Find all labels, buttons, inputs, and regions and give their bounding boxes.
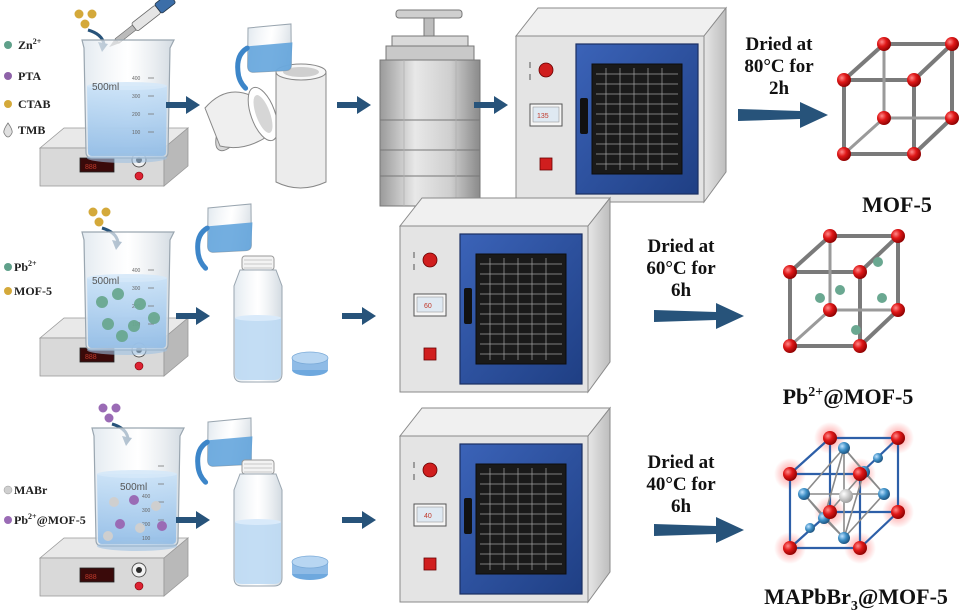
pb-legend-dot bbox=[4, 263, 12, 271]
row2-disc bbox=[291, 351, 329, 377]
svg-text:400: 400 bbox=[132, 76, 141, 82]
row1-beaker: 500ml 400 300 200 100 bbox=[81, 39, 175, 164]
pta-legend-dot bbox=[4, 72, 12, 80]
mabr-legend-label: MABr bbox=[14, 483, 48, 497]
pbmof-legend-dot bbox=[4, 516, 12, 524]
row1-product-label: MOF-5 bbox=[862, 192, 932, 217]
svg-text:100: 100 bbox=[132, 130, 141, 136]
ptfe-liner-cup bbox=[275, 63, 327, 189]
row1-arrow-2 bbox=[337, 96, 371, 114]
row2-oven-display: 60 bbox=[424, 303, 432, 310]
br-atom bbox=[873, 453, 883, 463]
br-atom bbox=[838, 442, 850, 454]
tmb-legend-label: TMB bbox=[18, 123, 45, 137]
mof-legend-label: MOF-5 bbox=[14, 284, 52, 298]
pb-ion bbox=[835, 285, 845, 295]
row3-oven: 40 bbox=[399, 407, 611, 603]
svg-text:80°C for: 80°C for bbox=[744, 56, 814, 77]
row1-drying-condition: Dried at 80°C for 2h bbox=[744, 34, 814, 99]
svg-text:Dried at: Dried at bbox=[647, 452, 715, 473]
pbmof-legend-label: Pb2+@MOF-5 bbox=[14, 512, 86, 527]
row3-legend: MABr Pb2+@MOF-5 bbox=[3, 483, 86, 527]
svg-text:2h: 2h bbox=[769, 78, 790, 99]
row2-drying-condition: Dried at 60°C for 6h bbox=[646, 236, 716, 301]
svg-text:40°C for: 40°C for bbox=[646, 474, 716, 495]
row1-oven-display: 135 bbox=[537, 113, 549, 120]
row3-arrow-1 bbox=[176, 511, 210, 529]
ctab-legend-label: CTAB bbox=[18, 97, 50, 111]
svg-text:300: 300 bbox=[132, 94, 141, 100]
pb-ion bbox=[851, 325, 861, 335]
row1-legend: Zn2+ PTA CTAB TMB bbox=[3, 37, 50, 138]
row2-product-label: Pb2+@MOF-5 bbox=[783, 384, 914, 409]
row1-arrow-big bbox=[738, 102, 828, 128]
svg-text:300: 300 bbox=[142, 508, 151, 514]
row3-disc bbox=[291, 555, 329, 581]
svg-text:400: 400 bbox=[142, 494, 151, 500]
row2-arrow-2 bbox=[342, 307, 376, 325]
ctab-legend-dot bbox=[4, 100, 12, 108]
br-atom bbox=[798, 488, 810, 500]
row3-arrow-big bbox=[654, 517, 744, 543]
pta-legend-label: PTA bbox=[18, 69, 41, 83]
row2-arrow-big bbox=[654, 303, 744, 329]
mof-legend-dot bbox=[4, 287, 12, 295]
row3-beaker: 500ml 400 300 200 100 bbox=[91, 427, 185, 552]
row1-beaker-volume: 500ml bbox=[92, 82, 119, 93]
row3-arrow-2 bbox=[342, 511, 376, 529]
pb-ion bbox=[877, 293, 887, 303]
svg-text:6h: 6h bbox=[671, 496, 692, 517]
br-atom bbox=[838, 532, 850, 544]
svg-text:60°C for: 60°C for bbox=[646, 258, 716, 279]
svg-text:400: 400 bbox=[132, 268, 141, 274]
mabr-legend-dot bbox=[3, 485, 13, 495]
row2-vial bbox=[233, 255, 283, 383]
zn-legend-label: Zn2+ bbox=[18, 37, 42, 52]
zn-legend-dot bbox=[4, 41, 12, 49]
pb-center-atom bbox=[839, 489, 853, 503]
tmb-legend-drop bbox=[3, 122, 13, 138]
svg-text:500ml: 500ml bbox=[120, 482, 147, 493]
br-atom bbox=[805, 523, 815, 533]
row-3: MABr Pb2+@MOF-5 500ml 400 300 200 100 bbox=[3, 403, 948, 614]
svg-text:6h: 6h bbox=[671, 280, 692, 301]
row3-vial bbox=[233, 459, 283, 587]
autoclave bbox=[379, 9, 481, 207]
svg-text:200: 200 bbox=[142, 522, 151, 528]
row3-oven-display: 40 bbox=[424, 513, 432, 520]
row-1: Zn2+ PTA CTAB TMB 500ml 400 300 bbox=[3, 0, 961, 217]
row-2: Pb2+ MOF-5 500ml 400 300 200 100 bbox=[4, 197, 913, 409]
row2-oven: 60 bbox=[399, 197, 611, 393]
svg-text:100: 100 bbox=[142, 536, 151, 542]
row3-product-label: MAPbBr3@MOF-5 bbox=[764, 584, 948, 614]
row1-arrow-1 bbox=[166, 96, 200, 114]
svg-text:Dried at: Dried at bbox=[745, 34, 813, 55]
br-atom bbox=[878, 488, 890, 500]
ptfe-liner-ring bbox=[204, 86, 279, 152]
svg-text:Dried at: Dried at bbox=[647, 236, 715, 257]
svg-text:200: 200 bbox=[132, 112, 141, 118]
row2-legend: Pb2+ MOF-5 bbox=[4, 259, 52, 298]
row1-oven: 135 bbox=[515, 7, 727, 203]
pb-ion bbox=[873, 257, 883, 267]
pb-mof5-cube bbox=[781, 227, 907, 355]
svg-text:300: 300 bbox=[132, 286, 141, 292]
row3-drying-condition: Dried at 40°C for 6h bbox=[646, 452, 716, 517]
mapbbr3-cube bbox=[774, 422, 914, 564]
mof5-cube bbox=[835, 35, 961, 163]
row2-beaker: 500ml 400 300 200 100 bbox=[81, 231, 175, 356]
pb-ion bbox=[815, 293, 825, 303]
pb-legend-label: Pb2+ bbox=[14, 259, 37, 274]
svg-text:500ml: 500ml bbox=[92, 276, 119, 287]
